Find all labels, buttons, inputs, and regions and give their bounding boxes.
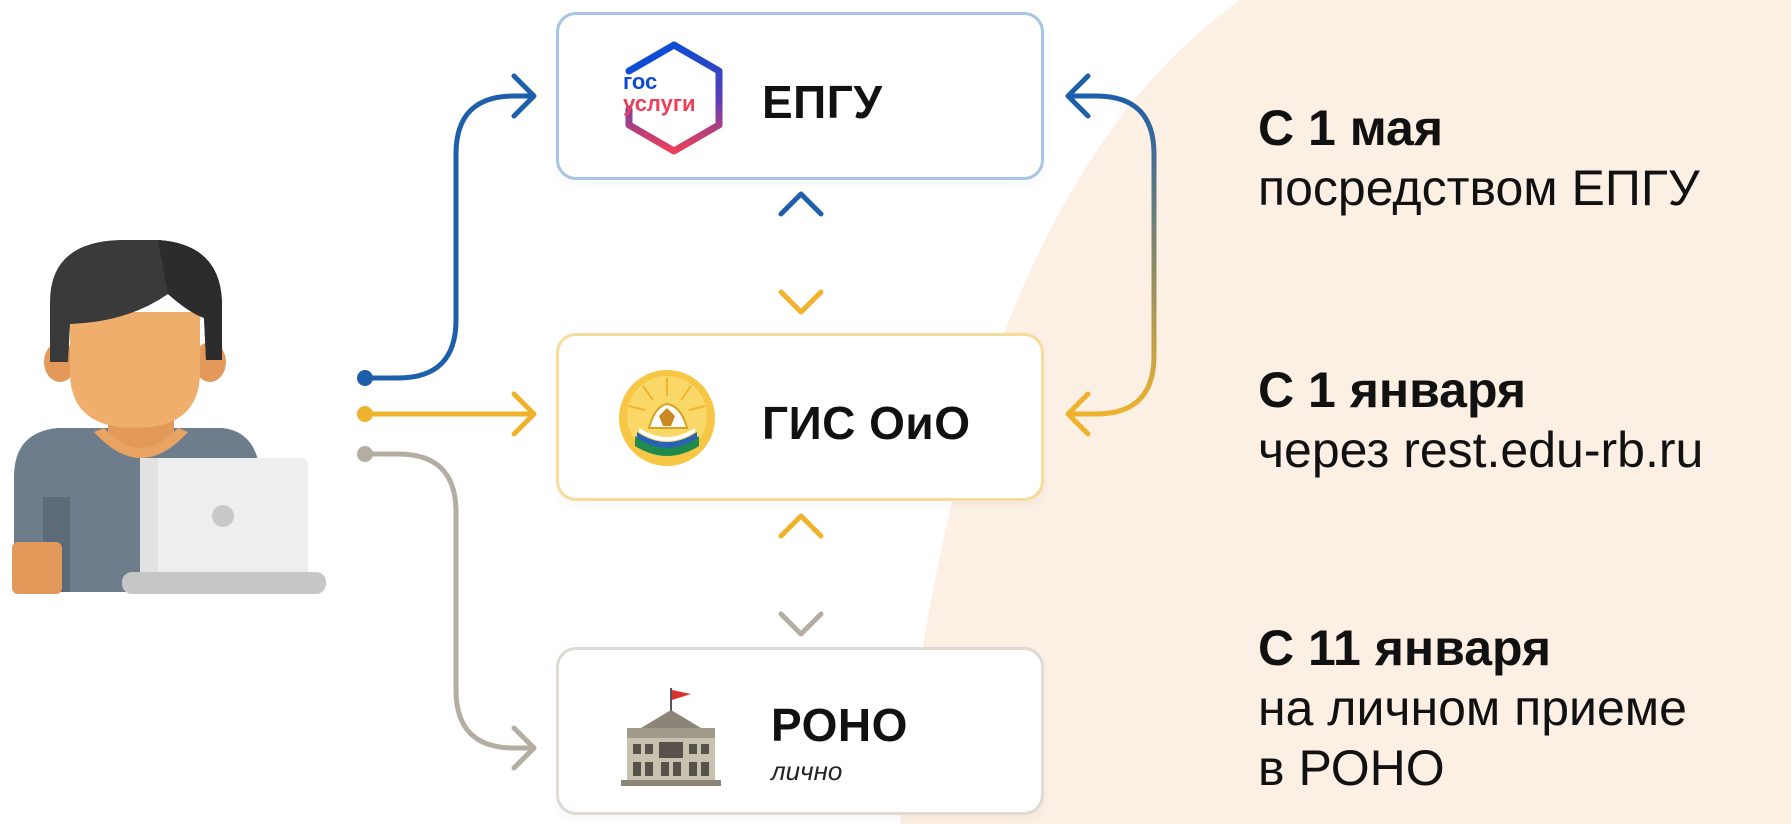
rono-subtitle: лично <box>771 756 843 786</box>
svg-text:услуги: услуги <box>623 91 696 116</box>
arrow-gis-epgu-right <box>1065 73 1157 437</box>
timeline-item-jan11: С 11 января на личном приеме в РОНО <box>1258 618 1687 798</box>
svg-text:гос: гос <box>623 69 657 94</box>
arrow-person-to-epgu <box>357 73 537 386</box>
timeline-text: на личном приеме <box>1258 680 1687 736</box>
rono-box: РОНО лично <box>556 647 1044 815</box>
timeline-header: С 1 января <box>1258 362 1527 418</box>
timeline-text: в РОНО <box>1258 740 1445 796</box>
person-laptop-icon <box>12 240 326 594</box>
building-icon <box>621 688 721 786</box>
gis-box: ГИС ОиО <box>556 333 1044 501</box>
timeline-text: через rest.edu-rb.ru <box>1258 422 1704 478</box>
epgu-title: ЕПГУ <box>762 76 883 128</box>
rono-title: РОНО <box>771 699 908 751</box>
gis-title: ГИС ОиО <box>762 397 971 449</box>
timeline-text: посредством ЕПГУ <box>1258 160 1700 216</box>
arrow-gis-rono <box>778 513 824 637</box>
gosuslugi-logo: гос услуги <box>623 41 723 155</box>
arrow-person-to-gis <box>357 391 537 437</box>
bashkortostan-emblem-icon <box>619 370 715 466</box>
timeline-item-may: С 1 мая посредством ЕПГУ <box>1258 98 1700 218</box>
epgu-box: гос услуги ЕПГУ <box>556 12 1044 180</box>
timeline-header: С 1 мая <box>1258 100 1444 156</box>
arrow-person-to-rono <box>357 446 537 771</box>
arrow-epgu-gis <box>778 191 824 315</box>
timeline-header: С 11 января <box>1258 620 1552 676</box>
timeline-item-jan1: С 1 января через rest.edu-rb.ru <box>1258 360 1703 480</box>
